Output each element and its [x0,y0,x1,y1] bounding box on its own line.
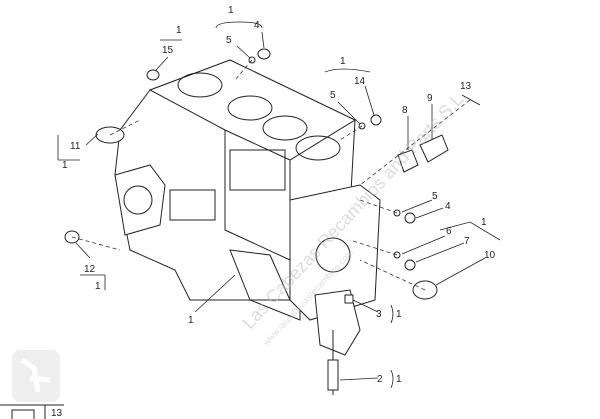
callout-4: 4 [445,201,451,212]
assembly-lines [71,59,481,291]
callout-1: 1 [340,56,346,67]
callout-3: 3 [376,309,382,320]
reference-frame: 13 [0,404,64,419]
callout-1: 1 [95,281,101,292]
callout-4: 4 [254,20,260,31]
callout-5: 5 [432,191,438,202]
callout-1: 1 [176,25,182,36]
watermark-logo [12,350,60,402]
callout-1: 1 [188,315,194,326]
callout-1: 1 [228,5,234,16]
callout-1: 1 [62,160,68,171]
callout-2: 2 [377,374,383,385]
callout-8: 8 [402,105,408,116]
callout-14: 14 [354,76,366,87]
cylinder-block [114,59,381,395]
callout-10: 10 [484,250,496,261]
callout-7: 7 [464,236,470,247]
callout-1: 1 [481,217,487,228]
callout-13: 13 [460,81,472,92]
callout-labels: 1 4 5 1 15 1 14 5 13 9 8 11 1 5 4 1 6 7 … [62,5,496,385]
callout-11: 11 [70,141,81,152]
callout-5: 5 [330,90,336,101]
callout-1: 1 [396,309,402,320]
frame-label: 13 [51,408,63,419]
callout-12: 12 [84,264,96,275]
parts [64,48,449,304]
callout-15: 15 [162,45,174,56]
leader-lines [57,21,501,389]
callout-5: 5 [226,35,232,46]
callout-6: 6 [446,226,452,237]
callout-9: 9 [427,93,433,104]
callout-1: 1 [396,374,402,385]
